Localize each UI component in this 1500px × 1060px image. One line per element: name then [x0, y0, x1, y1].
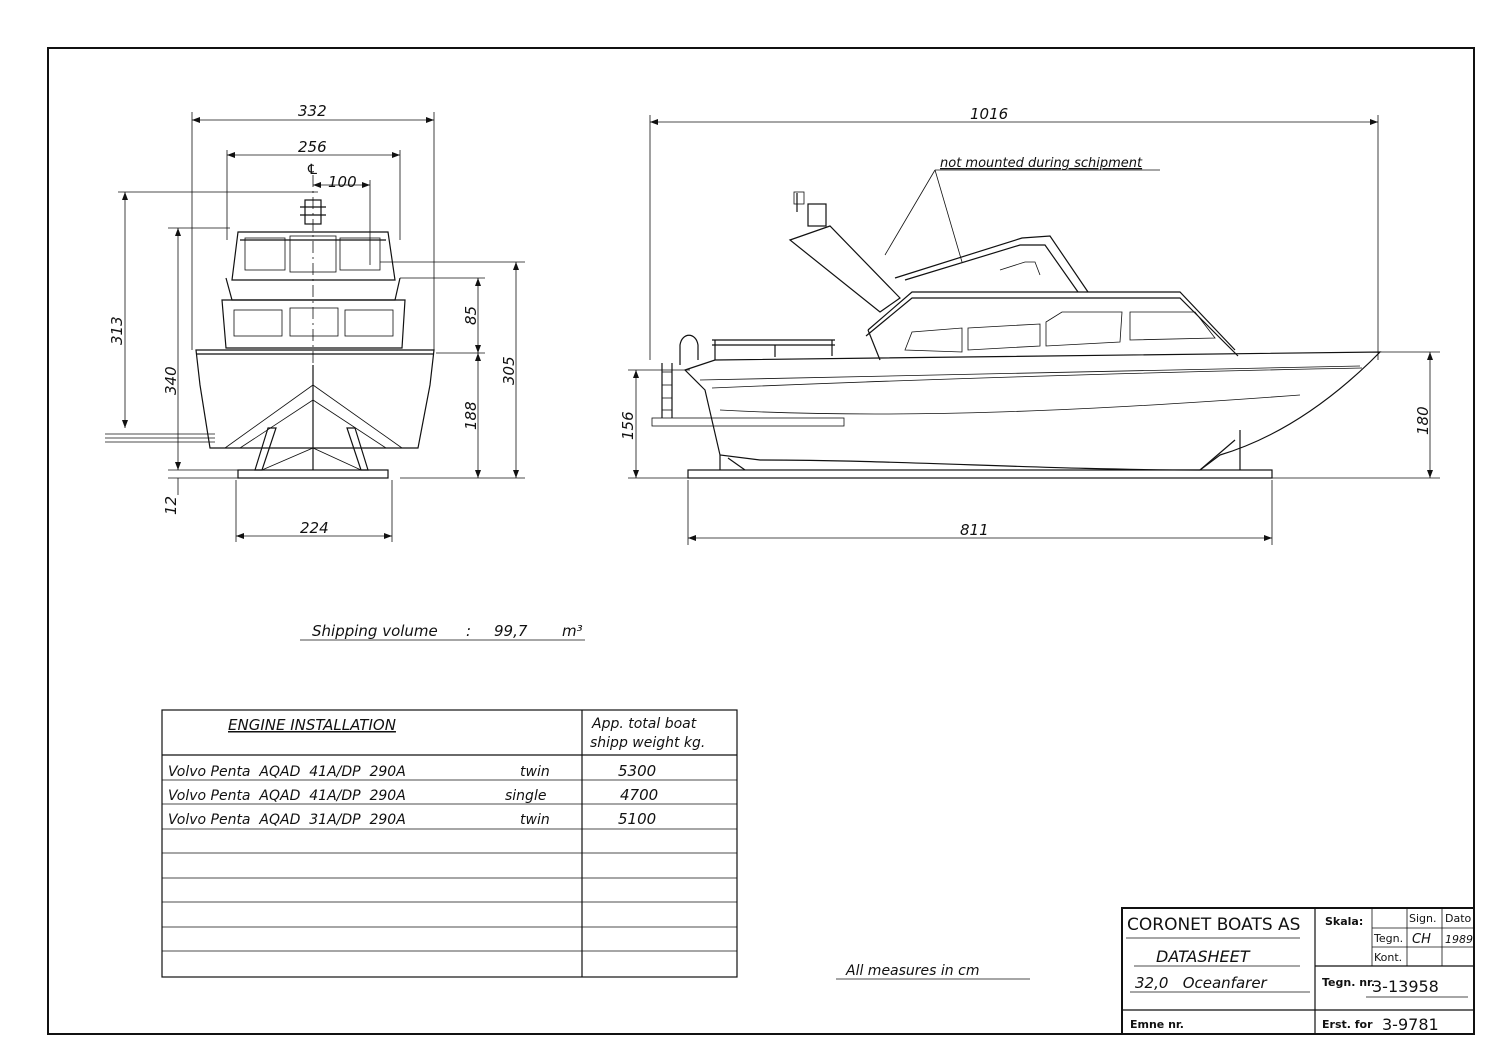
shipping-volume-label: Shipping volume — [312, 622, 438, 640]
tegn-date: 1989 — [1445, 933, 1473, 946]
dim-front-overall-width: 332 — [298, 102, 327, 120]
dim-side-height: 305 — [500, 356, 518, 385]
drawing-frame — [47, 47, 1475, 1035]
weight-header-line2: shipp weight kg. — [590, 735, 705, 751]
kont-label: Kont. — [1374, 951, 1402, 964]
engine-row-2-weight: 4700 — [620, 786, 658, 804]
side-view: 1016 not mounted during schipment — [619, 105, 1440, 545]
note-not-mounted: not mounted during schipment — [940, 156, 1143, 171]
front-view: 332 256 ℄ 100 — [105, 102, 525, 542]
model-name: 32,0 Oceanfarer — [1135, 974, 1268, 992]
tegn-nr-value: 3-13958 — [1372, 977, 1439, 996]
dim-hull-height: 188 — [462, 401, 480, 430]
tegn-signature: CH — [1412, 932, 1431, 947]
centerline-symbol: ℄ — [307, 162, 317, 178]
dim-front-deck-width: 256 — [298, 138, 327, 156]
dim-height-windscreen: 313 — [108, 316, 126, 345]
erst-label: Erst. for — [1322, 1018, 1373, 1031]
weight-header-line1: App. total boat — [591, 716, 697, 732]
shipping-volume-value: 99,7 — [494, 622, 528, 640]
emne-label: Emne nr. — [1130, 1018, 1184, 1031]
company-name: CORONET BOATS AS — [1127, 915, 1300, 935]
engine-row-3-engine: Volvo Penta AQAD 31A/DP 290A — [168, 812, 406, 828]
engine-row-3-weight: 5100 — [618, 810, 656, 828]
engine-row-1-weight: 5300 — [618, 762, 656, 780]
dim-cradle-height: 12 — [162, 496, 180, 515]
shipping-volume: Shipping volume : 99,7 m³ — [300, 622, 585, 641]
shipping-volume-unit: m³ — [562, 622, 583, 640]
engine-row-2-config: single — [505, 788, 546, 804]
erst-value: 3-9781 — [1382, 1015, 1439, 1034]
dato-label: Dato — [1445, 912, 1472, 925]
engine-row-1-engine: Volvo Penta AQAD 41A/DP 290A — [168, 764, 406, 780]
dim-total-height: 340 — [162, 366, 180, 395]
title-block: CORONET BOATS AS DATASHEET 32,0 Oceanfar… — [1121, 907, 1475, 1035]
engine-row-2-engine: Volvo Penta AQAD 41A/DP 290A — [168, 788, 406, 804]
measures-note: All measures in cm — [845, 963, 979, 979]
dim-mast-offset: 100 — [328, 173, 357, 191]
tegn-label: Tegn. — [1373, 932, 1403, 945]
sign-label: Sign. — [1409, 912, 1437, 925]
tegn-nr-label: Tegn. nr. — [1322, 976, 1375, 989]
skala-label: Skala: — [1325, 915, 1363, 928]
engine-table: ENGINE INSTALLATION App. total boat ship… — [161, 709, 738, 978]
dim-cabin-height: 85 — [462, 306, 480, 325]
dim-cradle-width: 224 — [300, 519, 329, 537]
shipping-volume-separator: : — [466, 622, 471, 640]
dim-stern-height: 156 — [619, 411, 637, 440]
document-type: DATASHEET — [1156, 947, 1251, 966]
dim-overall-length: 1016 — [970, 105, 1008, 123]
engine-table-header: ENGINE INSTALLATION — [228, 716, 396, 734]
dim-cradle-length: 811 — [960, 521, 989, 539]
dim-bow-height: 180 — [1414, 406, 1432, 435]
engine-row-3-config: twin — [520, 812, 550, 828]
engine-row-1-config: twin — [520, 764, 550, 780]
